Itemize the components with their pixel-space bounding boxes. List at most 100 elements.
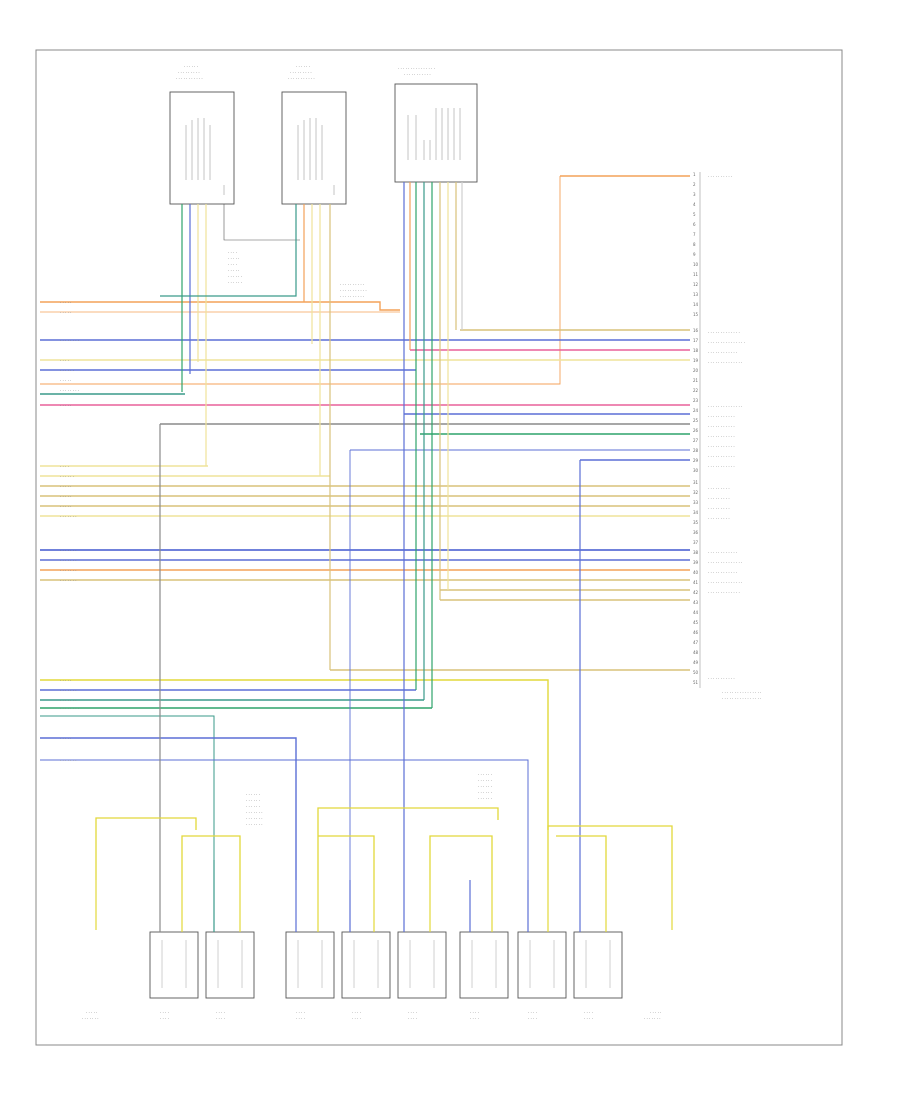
svg-text:34: 34 [693, 510, 699, 515]
svg-text:· · · · ·: · · · · · [60, 403, 71, 408]
svg-text:· · · · · · · · · · ·: · · · · · · · · · · · [708, 676, 735, 681]
svg-text:· · · · · · · · · · · · · ·: · · · · · · · · · · · · · · [708, 360, 742, 365]
svg-text:· · · · · · · · · · ·: · · · · · · · · · · · [708, 464, 735, 469]
svg-text:· · · · · · · · · · · · ·: · · · · · · · · · · · · · [708, 590, 740, 595]
svg-text:· · · · ·: · · · · · [86, 1010, 97, 1015]
svg-text:· · · · ·: · · · · · [650, 1010, 661, 1015]
svg-text:· · · ·: · · · · [470, 1016, 479, 1021]
svg-text:· · · · · · · · · ·: · · · · · · · · · · [708, 174, 732, 179]
svg-text:· · · · ·: · · · · · [60, 504, 71, 509]
svg-text:· · · · · · · · ·: · · · · · · · · · [708, 506, 730, 511]
svg-text:· · · · · · ·: · · · · · · · [60, 568, 77, 573]
center-control-module: · · · · · · · · · · · · · · · · · · · · … [394, 66, 478, 183]
svg-text:· · · · · · · · · · · ·: · · · · · · · · · · · · [708, 350, 737, 355]
left-wire-labels: · · · · · · · · · · · · · · · · · · · · · … [60, 300, 79, 763]
svg-text:16: 16 [693, 328, 699, 333]
splice-note-left: · · · ·· · · · · · · · ·· · · · · · · · … [228, 250, 242, 285]
svg-text:21: 21 [693, 378, 699, 383]
svg-text:· · · · · · · · · · ·: · · · · · · · · · · · [176, 76, 203, 81]
svg-text:· · · · · ·: · · · · · · [296, 64, 310, 69]
svg-text:15: 15 [693, 312, 699, 317]
vertical-wires [159, 182, 581, 880]
svg-text:51: 51 [693, 680, 699, 685]
svg-text:· · · · · · ·: · · · · · · · [246, 810, 263, 815]
svg-text:5: 5 [693, 212, 696, 217]
svg-text:· · · · · · · · · · ·: · · · · · · · · · · · [340, 288, 367, 293]
svg-text:41: 41 [693, 580, 699, 585]
svg-text:10: 10 [693, 262, 699, 267]
svg-text:· · · ·: · · · · [296, 1010, 305, 1015]
svg-text:22: 22 [693, 388, 699, 393]
svg-text:45: 45 [693, 620, 699, 625]
left-sensor-module: · · · · · · · · · · · · · · · · · · · · … [169, 64, 235, 205]
svg-text:· · · · · ·: · · · · · · [60, 474, 74, 479]
svg-text:· · · · · · ·: · · · · · · · [60, 558, 77, 563]
svg-text:· · · · · · · · · · · · · ·: · · · · · · · · · · · · · · [708, 560, 742, 565]
svg-text:· · · ·: · · · · [296, 1016, 305, 1021]
svg-text:50: 50 [693, 670, 699, 675]
svg-text:2: 2 [693, 182, 696, 187]
svg-text:· · · · ·: · · · · · [60, 310, 71, 315]
svg-text:7: 7 [693, 232, 696, 237]
svg-text:13: 13 [693, 292, 699, 297]
svg-text:· · · · · · · · · · · · ·: · · · · · · · · · · · · · [708, 330, 740, 335]
svg-text:3: 3 [693, 192, 696, 197]
svg-text:32: 32 [693, 490, 699, 495]
svg-text:· · · · · · · · · · ·: · · · · · · · · · · · [708, 454, 735, 459]
svg-text:· · · · ·: · · · · · [228, 268, 239, 273]
svg-text:· · · · · · ·: · · · · · · · [60, 758, 77, 763]
svg-text:· · · ·: · · · · [352, 1010, 361, 1015]
svg-text:· · · · · · · · · · · ·: · · · · · · · · · · · · [708, 550, 737, 555]
svg-text:· · · · ·: · · · · · [60, 484, 71, 489]
svg-text:· · · · ·: · · · · · [60, 678, 71, 683]
svg-text:· · · · · · ·: · · · · · · · [60, 688, 77, 693]
svg-text:· · · · · · · · ·: · · · · · · · · · [708, 516, 730, 521]
svg-text:· · · · · · · · · · · · · · ·: · · · · · · · · · · · · · · · [708, 340, 745, 345]
svg-text:· · · · · · · · · · · ·: · · · · · · · · · · · · [708, 570, 737, 575]
svg-text:· · · ·: · · · · [216, 1010, 225, 1015]
svg-text:43: 43 [693, 600, 699, 605]
svg-text:· · · · · · · · · · ·: · · · · · · · · · · · [288, 76, 315, 81]
svg-text:· · · · · ·: · · · · · · [228, 274, 242, 279]
svg-text:18: 18 [693, 348, 699, 353]
svg-text:47: 47 [693, 640, 699, 645]
svg-text:20: 20 [693, 368, 699, 373]
svg-text:· · · · · · · · · · · · · · ·: · · · · · · · · · · · · · · · · [722, 696, 761, 701]
svg-text:· · · · · · · ·: · · · · · · · · [60, 706, 79, 711]
svg-text:24: 24 [693, 408, 699, 413]
svg-text:· · · · · · · · · ·: · · · · · · · · · · [340, 294, 364, 299]
svg-text:36: 36 [693, 530, 699, 535]
svg-text:30: 30 [693, 468, 699, 473]
svg-text:44: 44 [693, 610, 699, 615]
right-sensor-module: · · · · · · · · · · · · · · · · · · · · … [281, 64, 347, 205]
svg-text:· · · ·: · · · · [352, 1016, 361, 1021]
svg-text:39: 39 [693, 560, 699, 565]
svg-text:· · · ·: · · · · [60, 358, 69, 363]
harness-wires [40, 175, 690, 880]
svg-text:12: 12 [693, 282, 699, 287]
svg-text:· · · · ·: · · · · · [60, 736, 71, 741]
svg-text:· · · · · ·: · · · · · · [478, 778, 492, 783]
svg-text:· · · · · · ·: · · · · · · · [60, 514, 77, 519]
diagram-frame [35, 49, 843, 1046]
svg-text:38: 38 [693, 550, 699, 555]
svg-text:· · · · · · ·: · · · · · · · [246, 822, 263, 827]
svg-text:· · · · · ·: · · · · · · [478, 784, 492, 789]
svg-text:· · · · · ·: · · · · · · [246, 804, 260, 809]
svg-text:· · · · · · · · ·: · · · · · · · · · [290, 70, 312, 75]
svg-text:17: 17 [693, 338, 699, 343]
svg-text:· · · · · · ·: · · · · · · · [246, 816, 263, 821]
svg-text:6: 6 [693, 222, 696, 227]
svg-text:4: 4 [693, 202, 696, 207]
svg-text:· · · ·: · · · · [160, 1016, 169, 1021]
svg-text:1: 1 [693, 172, 696, 177]
svg-text:· · · · · · · · ·: · · · · · · · · · [708, 496, 730, 501]
svg-text:· · · · · ·: · · · · · · [246, 792, 260, 797]
svg-text:· · · · ·: · · · · · [228, 256, 239, 261]
svg-text:· · · · · ·: · · · · · · [478, 796, 492, 801]
svg-text:28: 28 [693, 448, 699, 453]
svg-text:· · · ·: · · · · [408, 1010, 417, 1015]
splice-note-center: · · · · · · · · · · · · · · · · · · · · … [340, 282, 367, 299]
